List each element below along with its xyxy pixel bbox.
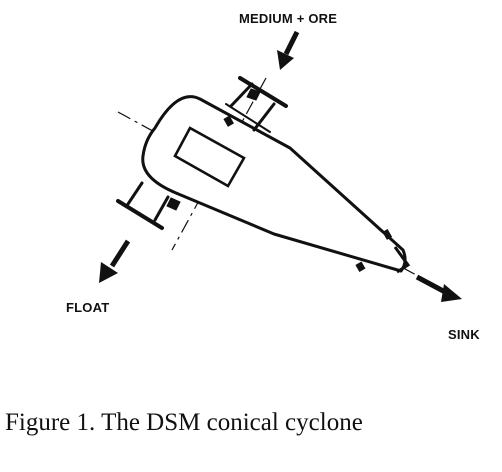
inlet-label: MEDIUM + ORE [239, 11, 337, 26]
float-label: FLOAT [66, 300, 109, 315]
inlet-axis-line [171, 77, 267, 251]
sink-label: SINK [448, 327, 480, 342]
float-arrow [99, 239, 131, 283]
inlet-arrow [277, 30, 300, 70]
support-tabs [223, 115, 393, 272]
overflow-pipe [116, 181, 181, 230]
sink-arrow [415, 274, 462, 302]
cyclone-body [141, 95, 407, 273]
figure-caption: Figure 1. The DSM conical cyclone [5, 409, 363, 436]
vortex-finder [173, 126, 246, 188]
feed-inlet-pipe [225, 76, 288, 133]
apex-cap [393, 246, 411, 274]
